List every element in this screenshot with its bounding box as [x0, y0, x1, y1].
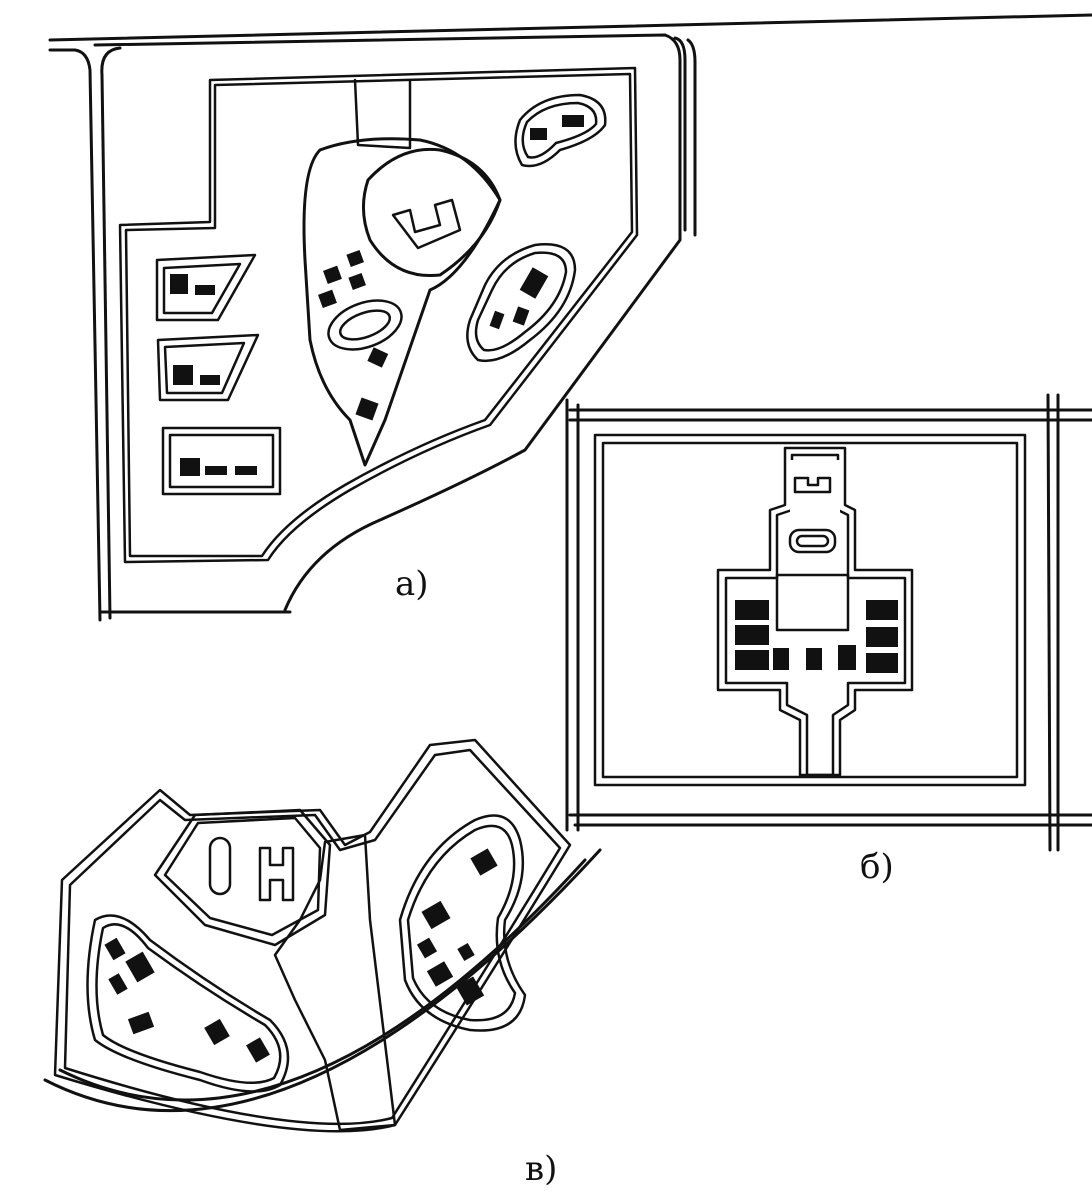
building	[318, 289, 337, 308]
building	[205, 466, 227, 475]
housing-cluster-w	[86, 914, 290, 1093]
building	[204, 1018, 230, 1046]
building	[773, 648, 789, 670]
building	[426, 961, 454, 987]
building	[246, 1037, 270, 1063]
block-v-inner	[63, 748, 562, 1126]
building	[127, 1011, 155, 1035]
housing-cluster-e	[398, 814, 527, 1032]
building	[125, 951, 155, 983]
building	[348, 272, 366, 290]
stadium-inner	[795, 534, 830, 548]
plot-west-1-inner	[162, 262, 242, 315]
building	[200, 375, 220, 385]
building	[519, 267, 549, 299]
plot-west-3	[161, 426, 282, 496]
building	[866, 627, 898, 647]
central-green	[273, 833, 397, 1132]
housing-cluster-w-inner	[95, 923, 282, 1084]
road-right-line-2	[686, 38, 697, 237]
building	[346, 249, 364, 267]
cross-plan	[716, 446, 914, 777]
school-lot-inner	[163, 816, 322, 937]
building	[421, 900, 451, 930]
building	[455, 976, 485, 1006]
road-top-line	[48, 13, 1092, 42]
stadium	[208, 836, 232, 896]
building	[173, 365, 193, 385]
building	[562, 115, 584, 127]
building	[530, 128, 547, 140]
school-lot	[153, 808, 332, 947]
school-lot	[362, 147, 502, 278]
building	[470, 848, 498, 876]
road-left-inner	[100, 46, 122, 620]
housing-cluster-e-inner	[474, 251, 568, 352]
building	[180, 458, 200, 476]
housing-cluster-e-inner	[406, 824, 517, 1022]
block-b-inner	[601, 441, 1019, 779]
housing-cluster-ne	[514, 93, 607, 168]
building	[416, 937, 438, 959]
road-left-curve	[48, 48, 102, 622]
central-park	[302, 137, 502, 467]
building	[735, 625, 769, 645]
building	[866, 653, 898, 673]
road-b-right	[1046, 393, 1052, 852]
building	[735, 600, 769, 620]
building	[235, 466, 257, 475]
entrance-top	[790, 460, 840, 515]
building	[367, 347, 389, 368]
stadium-inner	[338, 309, 392, 341]
plot-west-3-inner	[168, 433, 275, 489]
panel-a-label: а)	[395, 564, 429, 604]
building	[512, 306, 530, 326]
building	[866, 600, 898, 620]
plot-west-2	[156, 333, 260, 402]
housing-cluster-e	[466, 243, 577, 363]
center-plaza	[775, 573, 850, 632]
panel-b-label: б)	[860, 847, 894, 887]
building	[170, 274, 188, 294]
building	[489, 310, 505, 330]
block-b-outer	[593, 433, 1027, 787]
block-a-inner-2	[124, 72, 634, 558]
building	[457, 942, 475, 962]
school-building	[793, 476, 832, 494]
block-v-outer	[53, 738, 572, 1133]
building	[195, 285, 215, 295]
building	[355, 397, 379, 421]
school-building	[258, 846, 295, 902]
panel-b: б)	[565, 393, 1092, 887]
road-right-line	[673, 36, 687, 232]
stadium	[327, 299, 403, 351]
school-building	[391, 198, 462, 250]
cross-plan-inner	[724, 453, 907, 777]
panel-a: а)	[48, 13, 1092, 622]
plot-west-1	[155, 253, 257, 322]
entrance-corridor	[353, 78, 412, 150]
block-a-inner	[118, 66, 639, 564]
building	[735, 650, 769, 670]
building	[838, 645, 856, 670]
plot-west-2-inner	[163, 341, 246, 395]
building	[104, 937, 126, 961]
block-a-outer	[93, 33, 682, 612]
panel-v: в)	[43, 738, 602, 1189]
building	[108, 973, 128, 995]
housing-cluster-ne-inner	[521, 101, 598, 159]
stadium	[788, 528, 837, 554]
panel-v-label: в)	[525, 1149, 557, 1189]
building	[806, 648, 822, 670]
building	[323, 265, 342, 284]
